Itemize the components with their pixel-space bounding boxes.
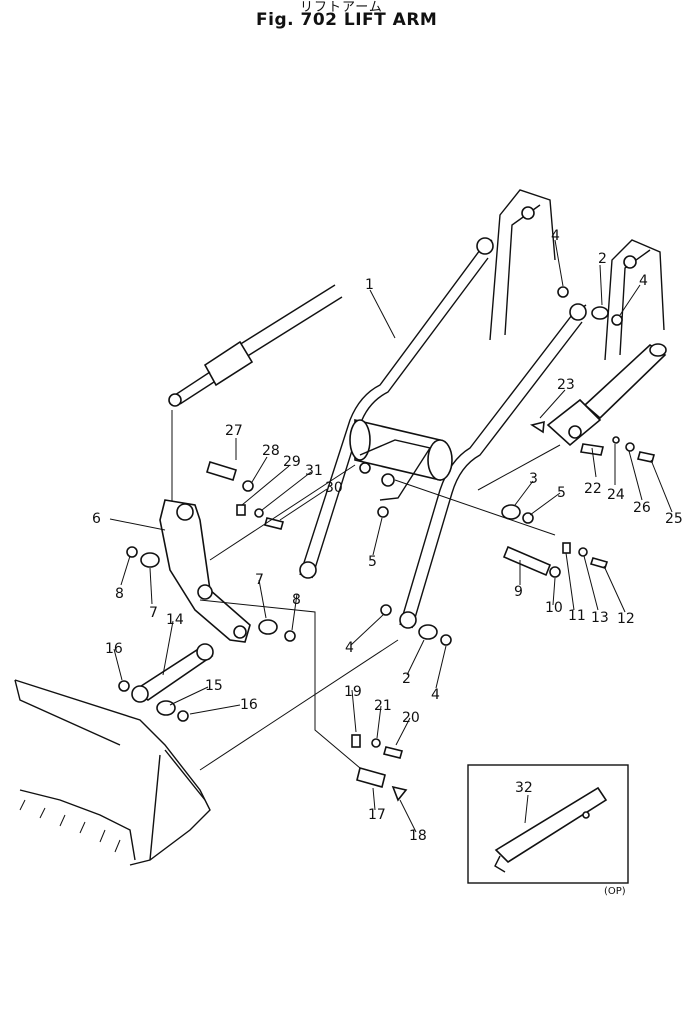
callout-8-left: 8 <box>115 586 124 602</box>
callout-5-right: 5 <box>557 485 566 501</box>
cross-tube <box>349 418 453 501</box>
callout-16-right: 16 <box>240 697 258 713</box>
callout-7-left: 7 <box>149 605 158 621</box>
callout-13: 13 <box>591 610 609 626</box>
callout-28: 28 <box>262 443 280 459</box>
callout-4-upper-right: 4 <box>639 273 648 289</box>
callout-23: 23 <box>557 377 575 393</box>
lift-arm-right-member <box>399 303 587 629</box>
bucket-cylinder <box>168 284 343 505</box>
callout-18: 18 <box>409 828 427 844</box>
option-inset: (OP) <box>467 764 629 897</box>
callout-1: 1 <box>365 277 374 293</box>
figure-subtitle-japanese: リフトアーム <box>300 0 383 15</box>
callout-10: 10 <box>545 600 563 616</box>
frame-bracket-right <box>604 239 665 361</box>
callout-4-mid: 4 <box>345 640 354 656</box>
callout-12: 12 <box>617 611 635 627</box>
callout-3: 3 <box>529 471 538 487</box>
callout-4-lower: 4 <box>431 687 440 703</box>
callout-17: 17 <box>368 807 386 823</box>
callout-6: 6 <box>92 511 101 527</box>
callout-20: 20 <box>402 710 420 726</box>
callout-29: 29 <box>283 454 301 470</box>
option-note: (OP) <box>604 886 626 897</box>
leader-lines <box>109 239 673 833</box>
callout-21: 21 <box>374 698 392 714</box>
callout-4-upper-left: 4 <box>551 228 560 244</box>
callout-32: 32 <box>515 780 533 796</box>
callout-31: 31 <box>305 463 323 479</box>
figure-title: Fig. 702 LIFT ARM <box>256 10 438 30</box>
callout-14: 14 <box>166 612 184 628</box>
callout-22: 22 <box>584 481 602 497</box>
callout-26: 26 <box>633 500 651 516</box>
bucket <box>14 679 211 866</box>
callout-8-right: 8 <box>292 592 301 608</box>
inset-frame <box>467 764 629 884</box>
callout-19: 19 <box>344 684 362 700</box>
callout-2-lower: 2 <box>402 671 411 687</box>
frame-bracket-left <box>489 189 556 341</box>
bucket-link <box>131 643 214 703</box>
callout-16-left: 16 <box>105 641 123 657</box>
small-parts <box>118 286 656 802</box>
callout-7-right: 7 <box>255 572 264 588</box>
callout-30: 30 <box>325 480 343 496</box>
lift-cylinder <box>546 343 667 447</box>
bell-crank <box>159 499 251 643</box>
callout-24: 24 <box>607 487 625 503</box>
callout-9: 9 <box>514 584 523 600</box>
callout-11: 11 <box>568 608 586 624</box>
option-part-32 <box>494 786 608 864</box>
callout-15: 15 <box>205 678 223 694</box>
callout-2-upper: 2 <box>598 251 607 267</box>
callout-27: 27 <box>225 423 243 439</box>
callout-5-left: 5 <box>368 554 377 570</box>
callout-25: 25 <box>665 511 682 527</box>
callout-labels: 1 2 2 3 4 4 4 4 5 5 6 7 7 8 8 9 10 11 12… <box>92 228 682 844</box>
